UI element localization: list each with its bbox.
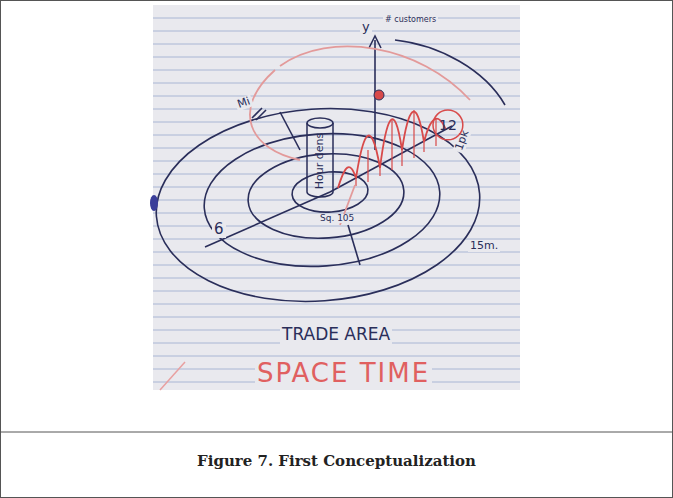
customer-density-curve [250,46,470,225]
paper-lines [153,18,520,382]
node-text: 12 [439,118,457,133]
pen-mark [150,195,158,211]
axis-label: y [360,20,372,34]
sketch-title: TRADE AREA [280,326,392,344]
paper [153,5,520,390]
trade-area-rings [150,36,505,312]
sketch-subtitle: SPACE TIME [255,360,432,387]
circled-number: 12 [433,110,463,140]
axis-label: # customers [383,16,438,24]
node-text: Hour dens [314,132,326,188]
figure-caption: Figure 7. First Conceptualization [0,452,673,470]
hour-density-cylinder: Hour dens [307,118,333,197]
area-note: Sq. 105 [318,214,356,223]
distance-label: 15m. [468,240,500,252]
ring-number: 6 [212,222,226,238]
red-margin-mark [160,362,185,390]
distance-label: Mi [234,95,253,112]
data-point [374,90,384,100]
caption-rule [0,432,673,433]
